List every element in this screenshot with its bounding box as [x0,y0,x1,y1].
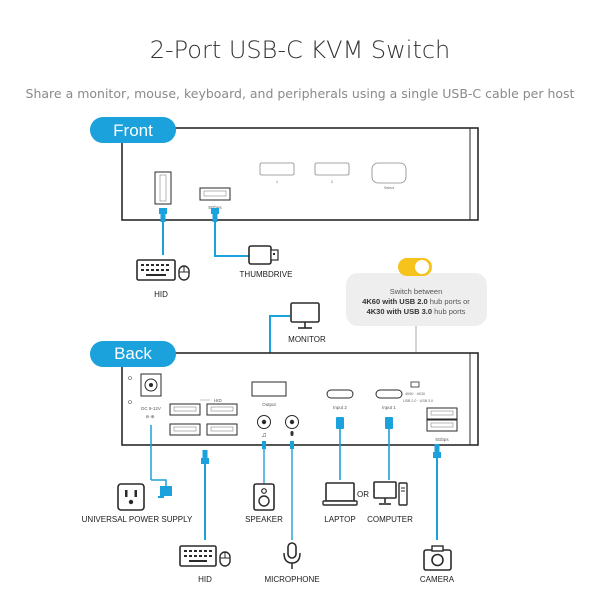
back-5gbps-port-label: 5Gbps [435,437,449,442]
dc-power-port: DC 9-12V ⊖·⊕ [140,373,162,419]
front-button-1[interactable] [259,162,295,176]
power-supply-label: UNIVERSAL POWER SUPPLY [82,515,193,524]
page-subtitle: Share a monitor, mouse, keyboard, and pe… [25,86,575,101]
displayport-output: Output [251,381,287,407]
mode-toggle[interactable] [398,258,432,276]
laptop-cable [336,417,344,480]
computer-cable [385,417,393,480]
or-label: OR [357,490,369,499]
back-hid-ports: HID [169,398,238,436]
camera-icon [423,545,452,571]
front-button-2[interactable] [314,162,350,176]
camera-cable [433,444,441,540]
microphone-label: MICROPHONE [264,575,319,584]
back-hid-label: HID [198,575,212,584]
screw-left [128,376,132,380]
back-5gbps-ports: 5Gbps [426,407,458,442]
page-title: 2-Port USB-C KVM Switch [149,36,451,64]
computer-label: COMPUTER [367,515,413,524]
input1-port-label: Input 1 [382,405,396,410]
mic-small-icon [290,431,294,436]
front-select-button[interactable] [371,162,407,184]
camera-label: CAMERA [420,575,455,584]
front-select-label: Select [384,186,394,190]
back-hid-cable [201,450,209,540]
headphone-jack: ♫ [257,415,271,439]
speaker-cable [262,441,266,483]
power-cable [150,425,172,498]
usbc-input-1: Input 1 [375,389,403,410]
switch-note-line2: 4K60 with USB 2.0 hub ports or [362,297,470,306]
laptop-icon [322,482,358,506]
back-keyboard-icon [179,545,217,567]
thumbdrive-icon [248,245,279,265]
mouse-icon [178,265,190,281]
front-section: Front HID 5Gbps 1 2 Select [90,117,479,299]
back-pill [90,341,176,367]
microphone-jack [285,415,299,436]
power-outlet-icon [117,483,145,511]
front-panel [121,127,479,221]
back-pill-label: Back [114,344,152,363]
dc-power-port-label: DC 9-12V [141,406,161,411]
usb-mode-label-2: USB 2.0 · USB 3.0 [403,399,433,403]
switch-note-box [346,273,487,326]
speaker-label: SPEAKER [245,515,283,524]
speaker-icon [253,483,275,511]
monitor-cable [269,315,290,370]
switch-note-line1: Switch between [390,287,443,296]
polarity-symbol: ⊖·⊕ [145,414,154,419]
input2-port-label: Input 2 [333,405,347,410]
front-hid-label: HID [154,290,168,299]
thumbdrive-label: THUMBDRIVE [240,270,293,279]
screw-left-2 [128,400,132,404]
computer-icon [373,481,408,506]
laptop-label: LAPTOP [324,515,355,524]
back-mode-switch: 4K60 · 4K30 USB 2.0 · USB 3.0 [403,381,433,403]
front-button-2-label: 2 [331,180,333,184]
microphone-cable [290,441,294,540]
front-thumbdrive-cable [211,208,250,257]
back-hid-port-label: HID [214,398,223,403]
keyboard-icon [136,259,176,281]
microphone-icon [283,542,301,569]
switch-note-line3: 4K30 with USB 3.0 hub ports [367,307,466,316]
front-5gbps-port: 5Gbps [199,187,231,210]
front-hid-cable [159,208,167,255]
headphone-icon: ♫ [261,432,266,439]
front-pill-label: Front [113,121,153,140]
usb-mode-label: 4K60 · 4K30 [405,392,425,396]
monitor-label: MONITOR [288,335,326,344]
front-pill [90,117,176,143]
output-port-label: Output [262,402,276,407]
front-button-1-label: 1 [276,180,278,184]
front-5gbps-port-label: 5Gbps [208,205,222,210]
back-section: MONITOR Back DC 9-12V ⊖·⊕ [82,302,479,584]
back-mouse-icon [219,551,231,567]
monitor-icon [290,302,320,329]
usbc-input-2: Input 2 [326,389,354,410]
